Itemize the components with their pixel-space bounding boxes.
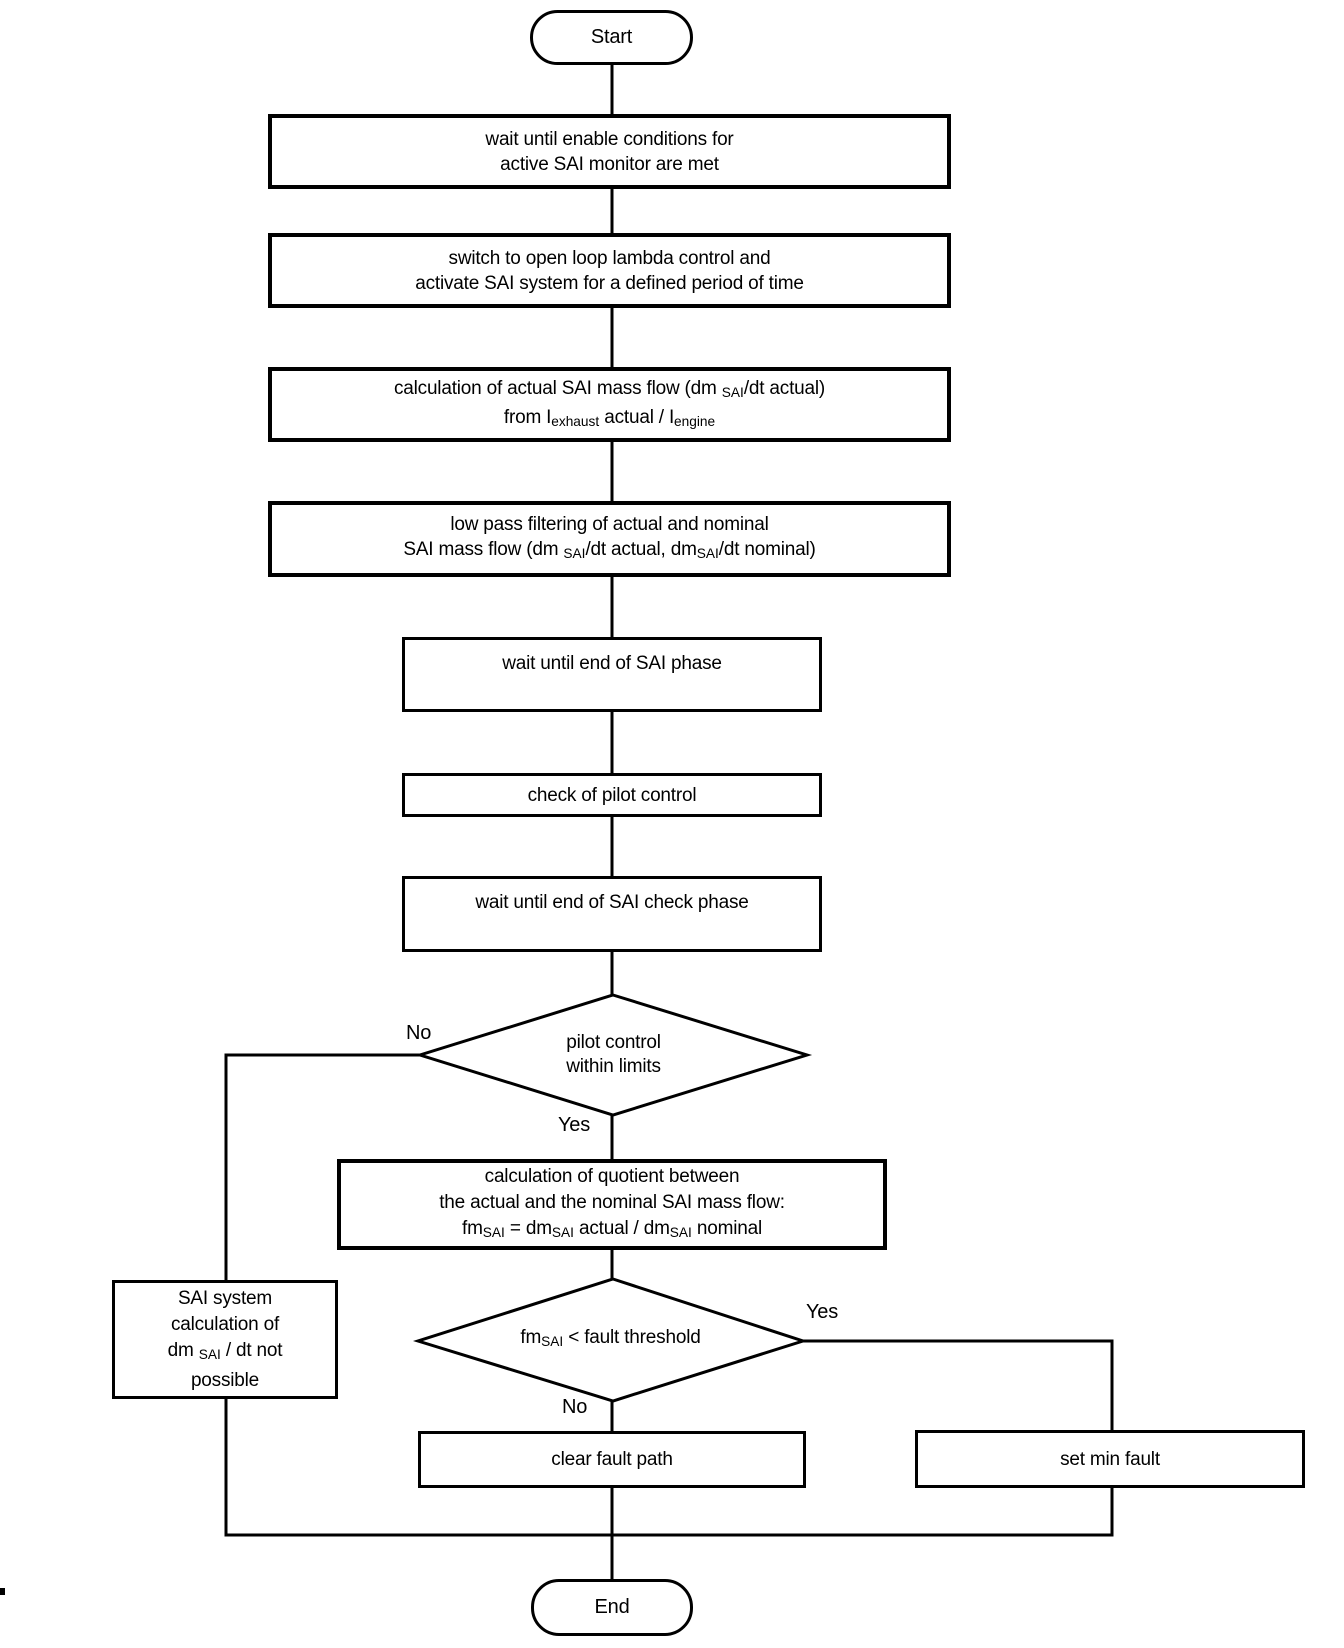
end-terminal: End: [531, 1579, 693, 1636]
label-diamond2-no: No: [562, 1396, 588, 1418]
label-diamond1-no: No: [406, 1022, 432, 1044]
process-wait-end-sai-check-phase: wait until end of SAI check phase: [402, 876, 822, 952]
label-diamond1-yes: Yes: [558, 1114, 591, 1136]
decision-fault-threshold-shape: [412, 1277, 808, 1403]
start-terminal: Start: [530, 10, 693, 65]
end-label: End: [594, 1596, 630, 1618]
decision-pilot-within-limits-shape: [414, 993, 813, 1117]
process-clear-fault-path: clear fault path: [418, 1431, 806, 1488]
decision-fault-threshold-text: fmSAI < fault threshold: [520, 1327, 701, 1349]
label-diamond2-yes: Yes: [806, 1301, 839, 1323]
process-calc-actual-sai-mass-flow: calculation of actual SAI mass flow (dm …: [268, 367, 951, 442]
connector-diamond2-yes-branch: [801, 1339, 1114, 1432]
start-label: Start: [590, 26, 633, 48]
scan-artifact-dot: [0, 1588, 5, 1595]
process-set-min-fault: set min fault: [915, 1430, 1305, 1488]
process-wait-end-sai-phase: wait until end of SAI phase: [402, 637, 822, 712]
process-low-pass-filtering: low pass filtering of actual and nominal…: [268, 501, 951, 577]
connector-diamond1-no-branch: [224, 1053, 422, 1282]
process-check-pilot-control: check of pilot control: [402, 773, 822, 817]
